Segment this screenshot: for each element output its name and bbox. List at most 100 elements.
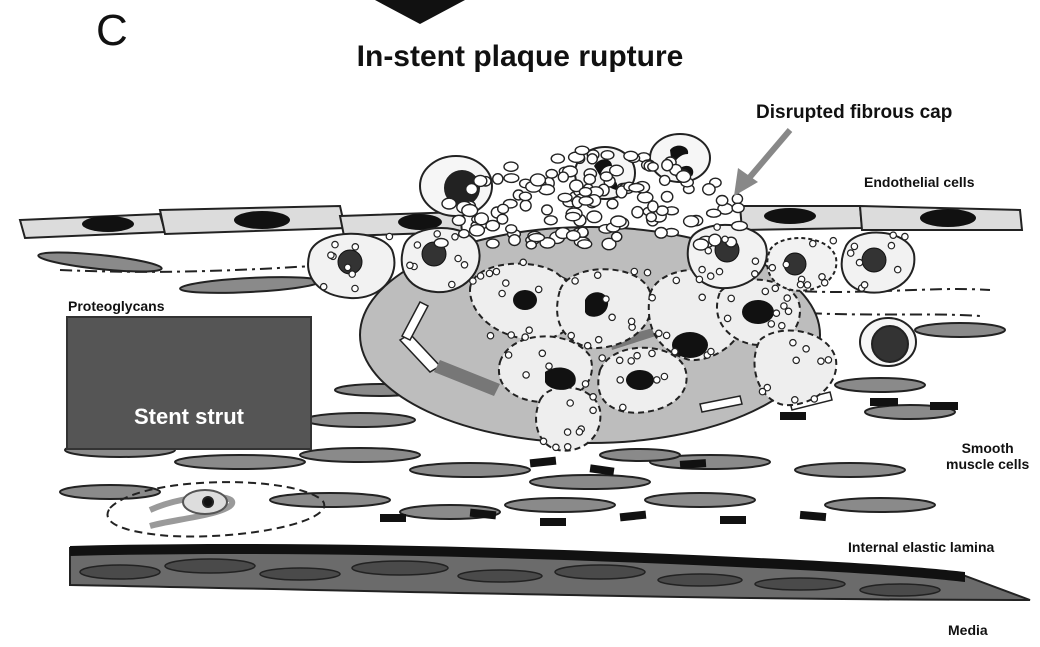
label-smooth-muscle-cells: Smooth muscle cells: [946, 440, 1029, 472]
lipid-droplet: [526, 327, 532, 333]
platelet: [707, 209, 721, 217]
lipid-droplet: [590, 407, 596, 413]
lipid-droplet: [830, 238, 836, 244]
platelet: [434, 239, 448, 248]
platelet: [530, 174, 545, 186]
lipid-droplet: [449, 281, 455, 287]
lipid-droplet: [656, 330, 662, 336]
lipid-droplet: [567, 400, 573, 406]
platelet: [648, 163, 658, 172]
platelet: [520, 200, 531, 211]
label-smooth-line2: muscle cells: [946, 456, 1029, 472]
lipid-droplet: [752, 258, 758, 264]
platelet: [660, 175, 670, 185]
platelet: [648, 201, 658, 212]
platelet: [732, 194, 742, 204]
platelet: [542, 205, 553, 215]
platelet: [584, 174, 595, 184]
lipid-droplet: [768, 321, 774, 327]
lipid-droplet: [783, 261, 789, 267]
lipid-droplet: [565, 444, 571, 450]
platelet: [509, 235, 520, 246]
platelet: [610, 165, 624, 176]
lipid-droplet: [536, 286, 542, 292]
lipid-droplet: [811, 396, 817, 402]
lipid-droplet: [825, 357, 831, 363]
lipid-droplet: [455, 255, 461, 261]
platelet: [493, 174, 503, 184]
lipid-droplet: [769, 265, 775, 271]
platelet: [474, 175, 487, 186]
platelet: [558, 172, 568, 182]
label-media: Media: [948, 622, 988, 638]
lipid-droplet: [477, 273, 483, 279]
platelet: [709, 234, 721, 246]
lipid-droplet: [499, 290, 505, 296]
lipid-droplet: [803, 346, 809, 352]
lipid-droplet: [596, 337, 602, 343]
stent-strut-label: Stent strut: [68, 404, 310, 430]
lipid-droplet: [714, 224, 720, 230]
platelet: [662, 160, 673, 171]
lipid-droplet: [452, 234, 458, 240]
lipid-droplet: [634, 353, 640, 359]
platelet: [732, 203, 744, 212]
label-smooth-line1: Smooth: [946, 440, 1029, 456]
lipid-droplet: [661, 373, 667, 379]
lipid-droplet: [414, 242, 420, 248]
platelet: [567, 231, 580, 241]
lipid-droplet: [848, 250, 854, 256]
platelet: [504, 162, 518, 171]
top-arrowhead: [375, 0, 465, 24]
platelet: [506, 225, 517, 233]
lipid-droplet: [434, 231, 440, 237]
lipid-droplet: [576, 429, 582, 435]
lipid-droplet: [487, 333, 493, 339]
lipid-droplet: [564, 429, 570, 435]
platelet: [551, 154, 564, 163]
lipid-droplet: [321, 284, 327, 290]
lipid-droplet: [572, 278, 578, 284]
lipid-droplet: [332, 241, 338, 247]
lipid-droplet: [520, 259, 526, 265]
lipid-droplet: [699, 294, 705, 300]
lipid-droplet: [654, 377, 660, 383]
lipid-droplet: [902, 233, 908, 239]
platelet: [624, 151, 638, 160]
platelet: [558, 193, 572, 202]
platelet: [716, 196, 727, 206]
platelet: [459, 230, 469, 238]
platelet: [612, 232, 622, 241]
lipid-droplet: [663, 332, 669, 338]
lipid-droplet: [649, 350, 655, 356]
lipid-droplet: [705, 248, 711, 254]
platelet: [575, 146, 589, 154]
lipid-droplet: [523, 372, 529, 378]
lipid-droplet: [553, 444, 559, 450]
lipid-droplet: [781, 303, 787, 309]
lipid-droplet: [649, 295, 655, 301]
label-proteoglycans: Proteoglycans: [68, 298, 164, 314]
lipid-droplet: [699, 266, 705, 272]
platelet: [703, 184, 715, 195]
lipid-droplet: [762, 288, 768, 294]
platelet: [646, 213, 656, 222]
lipid-droplet: [728, 295, 734, 301]
platelet: [487, 239, 500, 248]
lipid-droplet: [617, 377, 623, 383]
lipid-droplet: [784, 295, 790, 301]
label-endothelial-cells: Endothelial cells: [864, 174, 974, 190]
lipid-droplet: [810, 240, 816, 246]
lipid-droplet: [752, 271, 758, 277]
lipid-droplet: [345, 264, 351, 270]
lipid-droplet: [851, 243, 857, 249]
platelet: [732, 221, 748, 230]
lipid-droplet: [790, 340, 796, 346]
lipid-droplet: [352, 244, 358, 250]
lipid-droplet: [595, 272, 601, 278]
lipid-droplet: [508, 332, 514, 338]
lipid-droplet: [546, 363, 552, 369]
label-disrupted-fibrous-cap: Disrupted fibrous cap: [756, 102, 952, 124]
platelet: [629, 184, 644, 192]
platelet: [661, 191, 672, 202]
